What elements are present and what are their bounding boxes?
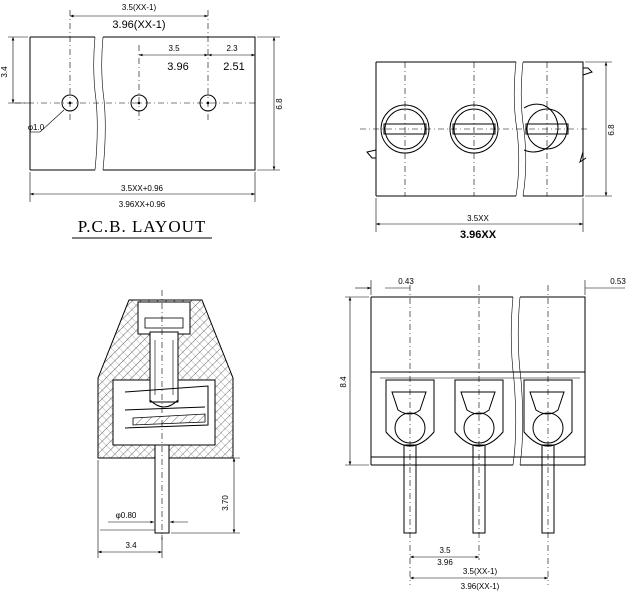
front-dim-043: 0.43 xyxy=(398,277,414,286)
pcb-dim-68: 6.8 xyxy=(275,98,284,110)
break-line-left xyxy=(93,36,98,171)
pcb-dim-251: 2.51 xyxy=(223,61,244,73)
front-dim-pitch-a: 3.5(XX-1) xyxy=(463,567,498,576)
pcb-dim-pitch-b: 3.96(XX-1) xyxy=(112,19,165,31)
front-dim-396: 3.96 xyxy=(437,558,453,567)
pcb-outline xyxy=(30,36,256,171)
pcb-dim-35: 3.5 xyxy=(168,44,180,53)
pcb-dim-hole: φ1.0 xyxy=(28,123,45,132)
pcb-layout-view: 3.5(XX-1) 3.96(XX-1) 3.5 3.96 2.3 2.51 3… xyxy=(0,3,284,239)
side-dim-370: 3.70 xyxy=(221,495,230,511)
front-dim-35: 3.5 xyxy=(439,546,451,555)
pcb-dim-34: 3.4 xyxy=(0,66,9,78)
front-dim-pitch-b: 3.96(XX-1) xyxy=(461,582,500,591)
top-view: 6.8 3.5XX 3.96XX xyxy=(360,61,616,241)
side-dim-pin: φ0.80 xyxy=(116,511,137,520)
top-dim-35xx: 3.5XX xyxy=(467,214,489,223)
pcb-dim-396: 3.96 xyxy=(167,61,188,73)
break-line-right xyxy=(101,36,106,171)
front-dim-84: 8.4 xyxy=(339,376,348,388)
side-dim-34: 3.4 xyxy=(125,541,137,550)
top-dim-396xx: 3.96XX xyxy=(460,229,497,241)
pcb-dim-23: 2.3 xyxy=(226,44,238,53)
pcb-dim-pitch-a: 3.5(XX-1) xyxy=(122,3,157,12)
side-view: φ0.80 3.70 3.4 xyxy=(97,290,240,558)
front-dim-053: 0.53 xyxy=(610,277,626,286)
pcb-dim-total-a: 3.5XX+0.96 xyxy=(121,184,164,193)
screw-3 xyxy=(523,103,569,153)
pcb-layout-title: P.C.B. LAYOUT xyxy=(78,217,207,236)
front-view: 0.43 0.53 8.4 3.5 3.96 3.5(XX-1) 3.96(XX… xyxy=(339,277,626,591)
top-dim-68: 6.8 xyxy=(607,124,616,136)
pcb-dim-total-b: 3.96XX+0.96 xyxy=(119,200,166,209)
